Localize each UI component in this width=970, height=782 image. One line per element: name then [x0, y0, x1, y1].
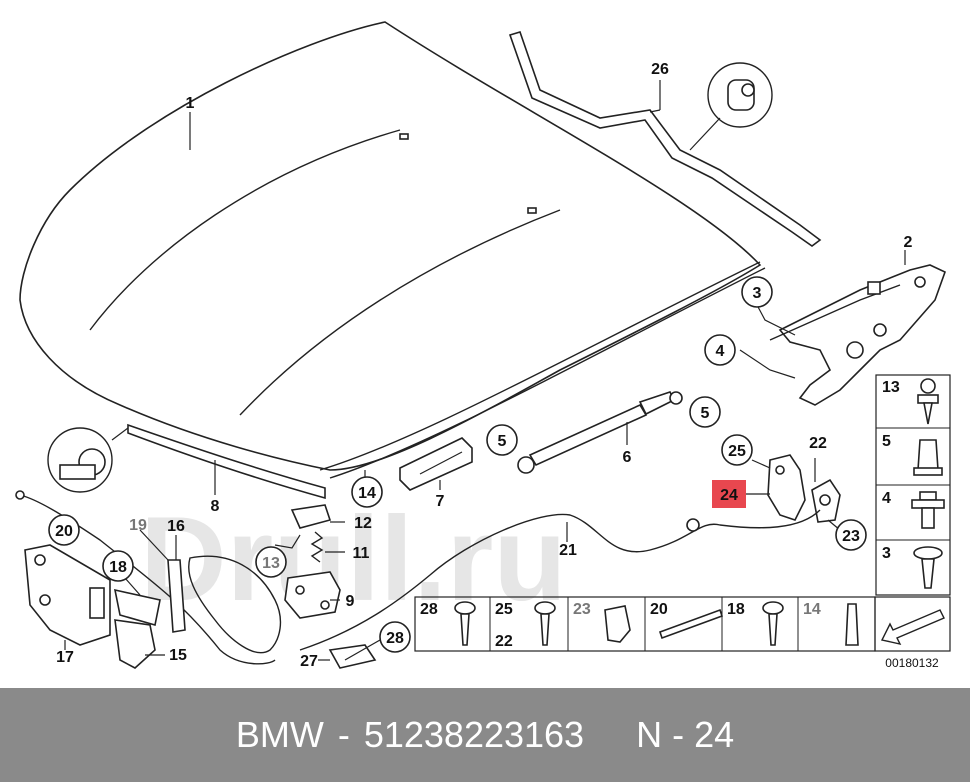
footer-part-number: 51238223163: [363, 714, 585, 755]
label-11: 11: [353, 545, 370, 562]
latch-18[interactable]: [113, 588, 161, 627]
bottom-table-25: 25: [495, 601, 513, 618]
label-23[interactable]: 23: [842, 528, 860, 545]
hood-lock-9[interactable]: [284, 571, 341, 619]
exploded-parts-diagram: Drull.ru: [15, 21, 951, 670]
hood-front-seal[interactable]: [127, 423, 326, 500]
label-9: 9: [346, 593, 355, 610]
label-21: 21: [559, 542, 577, 559]
side-table-3: 3: [882, 545, 891, 562]
label-8: 8: [211, 498, 220, 515]
gas-strut[interactable]: [517, 391, 683, 474]
label-5a[interactable]: 5: [498, 433, 507, 450]
label-7: 7: [436, 493, 445, 510]
side-table-13: 13: [882, 379, 900, 396]
bottom-table-20: 20: [650, 601, 668, 618]
side-table-4: 4: [882, 490, 891, 507]
label-28[interactable]: 28: [386, 630, 404, 647]
bottom-table-28: 28: [420, 601, 438, 618]
cable-bracket-27[interactable]: [328, 644, 377, 669]
label-12: 12: [354, 515, 372, 532]
label-26: 26: [651, 61, 669, 78]
hood-seal-rod[interactable]: [508, 31, 822, 247]
spring-11[interactable]: [310, 531, 324, 563]
hood-bumper-strip[interactable]: [399, 437, 473, 491]
bottom-parts-table: 28 25 22 23 20 18 14 00180132: [414, 596, 951, 670]
striker-12[interactable]: [290, 504, 332, 529]
footer-brand: BMW: [235, 714, 324, 755]
bowden-cable-loop[interactable]: [188, 555, 282, 654]
label-13[interactable]: 13: [262, 555, 280, 572]
label-3[interactable]: 3: [753, 285, 762, 302]
label-18[interactable]: 18: [109, 559, 127, 576]
label-16: 16: [167, 518, 185, 535]
diagram-id: 00180132: [885, 656, 939, 670]
label-14[interactable]: 14: [358, 485, 376, 502]
label-19: 19: [129, 517, 147, 534]
label-4[interactable]: 4: [716, 343, 725, 360]
label-17: 17: [56, 649, 74, 666]
label-2: 2: [904, 234, 913, 251]
side-parts-table: 13 5 4 3: [875, 374, 951, 596]
callout-labels: 1 26 2 3 4 5 5 6 7 8 14 25 22 24 23 21 2…: [48, 61, 913, 670]
label-22: 22: [809, 435, 827, 452]
catch-15[interactable]: [114, 619, 156, 669]
lock-bracket[interactable]: [767, 454, 841, 523]
label-24: 24: [720, 487, 738, 504]
label-1: 1: [186, 95, 195, 112]
label-27: 27: [300, 653, 318, 670]
label-6: 6: [623, 449, 632, 466]
label-5b[interactable]: 5: [701, 405, 710, 422]
hood-lock-17[interactable]: [24, 544, 111, 646]
label-20[interactable]: 20: [55, 523, 73, 540]
bottom-table-23: 23: [573, 601, 591, 618]
label-25[interactable]: 25: [728, 443, 746, 460]
footer-separator: -: [337, 714, 350, 755]
label-15: 15: [169, 647, 187, 664]
hood-hinge[interactable]: [769, 264, 946, 406]
footer-position: N - 24: [636, 714, 735, 755]
hood-panel[interactable]: [19, 21, 766, 479]
secondary-cable[interactable]: [19, 494, 276, 665]
footer-bar: BMW - 51238223163 N - 24: [0, 688, 970, 782]
bottom-table-18: 18: [727, 601, 745, 618]
highlighted-part-24[interactable]: [712, 480, 746, 508]
bottom-table-14: 14: [803, 601, 821, 618]
arrow-icon: [880, 609, 945, 646]
release-cable[interactable]: [299, 509, 821, 651]
bottom-table-22: 22: [495, 633, 513, 650]
side-table-5: 5: [882, 433, 891, 450]
watermark: Drull.ru: [140, 492, 567, 626]
